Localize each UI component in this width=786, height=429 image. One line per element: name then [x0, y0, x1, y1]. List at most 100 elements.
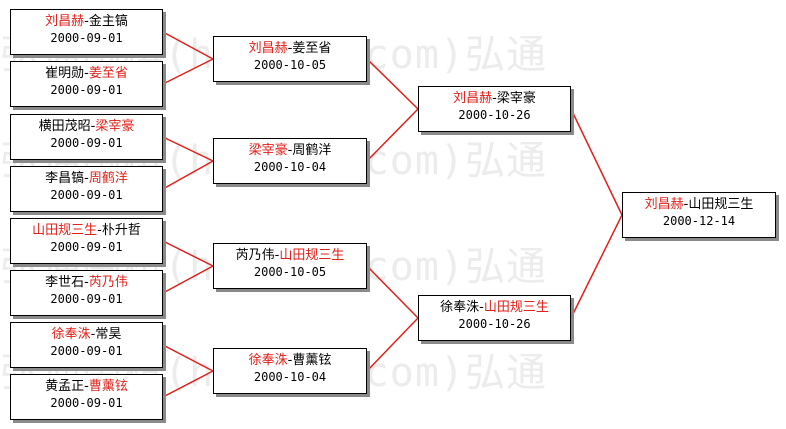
- player-name: 徐奉洙: [440, 300, 480, 315]
- vs-separator: -: [90, 119, 96, 134]
- player-name: 朴升哲: [101, 223, 141, 238]
- match-players: 徐奉洙-常昊: [11, 326, 162, 343]
- vs-separator: -: [287, 41, 293, 56]
- player-name: 金主镐: [88, 14, 128, 29]
- player-name: 常昊: [95, 327, 122, 342]
- connector-line: [162, 58, 214, 85]
- vs-separator: -: [84, 66, 89, 81]
- match-date: 2000-09-01: [50, 396, 123, 410]
- match-date: 2000-10-26: [458, 317, 531, 331]
- match-date: 2000-10-05: [253, 58, 327, 72]
- match-date: 2000-10-05: [253, 265, 327, 279]
- match-players: 刘昌赫-姜至省: [214, 40, 366, 57]
- match-players: 徐奉洙-山田规三生: [419, 299, 570, 316]
- player-name: 山田规三生: [279, 248, 345, 263]
- player-name: 刘昌赫: [248, 41, 288, 56]
- connector-line: [162, 265, 214, 294]
- match-date: 2000-10-04: [253, 370, 327, 384]
- connector-line: [366, 317, 419, 372]
- player-name: 山田规三生: [32, 223, 98, 238]
- vs-separator: -: [90, 327, 96, 342]
- vs-separator: -: [287, 353, 293, 368]
- match-players: 黄孟正-曹薰铉: [11, 378, 162, 395]
- vs-separator: -: [84, 275, 89, 290]
- match-date: 2000-10-26: [458, 108, 531, 122]
- vs-separator: -: [84, 379, 89, 394]
- player-name: 芮乃伟: [88, 275, 128, 290]
- player-name: 姜至省: [292, 41, 332, 56]
- connector-line: [162, 31, 214, 60]
- match-players: 横田茂昭-梁宰豪: [11, 118, 162, 135]
- match-date: 2000-10-04: [253, 160, 327, 174]
- vs-separator: -: [274, 248, 280, 263]
- match-date: 2000-09-01: [50, 344, 123, 358]
- player-name: 刘昌赫: [453, 91, 493, 106]
- player-name: 横田茂昭: [38, 119, 91, 134]
- connector-line: [570, 108, 623, 216]
- vs-separator: -: [479, 300, 484, 315]
- match-date: 2000-12-14: [662, 214, 736, 228]
- match-date: 2000-09-01: [50, 136, 123, 150]
- vs-separator: -: [84, 171, 89, 186]
- match-players: 刘昌赫-山田规三生: [623, 196, 775, 213]
- connector-line: [162, 136, 214, 162]
- match-players: 李世石-芮乃伟: [11, 274, 162, 291]
- connector-line: [162, 160, 214, 190]
- match-date: 2000-09-01: [50, 188, 123, 202]
- player-name: 姜至省: [88, 66, 128, 81]
- match-players: 崔明勋-姜至省: [11, 65, 162, 82]
- player-name: 曹薰铉: [88, 379, 128, 394]
- connector-line: [162, 370, 214, 398]
- player-name: 梁宰豪: [496, 91, 536, 106]
- vs-separator: -: [683, 197, 689, 212]
- player-name: 芮乃伟: [235, 248, 275, 263]
- player-name: 李世石: [45, 275, 85, 290]
- match-players: 山田规三生-朴升哲: [11, 222, 162, 239]
- player-name: 徐奉洙: [51, 327, 91, 342]
- vs-separator: -: [84, 14, 89, 29]
- match-date: 2000-09-01: [50, 240, 123, 254]
- match-players: 梁宰豪-周鹤洋: [214, 142, 366, 159]
- player-name: 刘昌赫: [45, 14, 85, 29]
- player-name: 黄孟正: [45, 379, 85, 394]
- connector-line: [366, 58, 419, 110]
- connector-line: [366, 265, 419, 319]
- vs-separator: -: [287, 143, 293, 158]
- match-date: 2000-09-01: [50, 292, 123, 306]
- match-players: 徐奉洙-曹薰铉: [214, 352, 366, 369]
- vs-separator: -: [97, 223, 102, 238]
- vs-separator: -: [492, 91, 497, 106]
- player-name: 刘昌赫: [644, 197, 684, 212]
- player-name: 李昌镐: [45, 171, 85, 186]
- match-date: 2000-09-01: [50, 31, 123, 45]
- player-name: 周鹤洋: [88, 171, 128, 186]
- player-name: 崔明勋: [45, 66, 85, 81]
- player-name: 梁宰豪: [95, 119, 135, 134]
- player-name: 梁宰豪: [248, 143, 288, 158]
- connector-line: [162, 344, 214, 372]
- player-name: 曹薰铉: [292, 353, 332, 368]
- match-players: 刘昌赫-金主镐: [11, 13, 162, 30]
- match-box-r1m4: 李昌镐-周鹤洋 2000-09-01: [10, 166, 163, 212]
- match-players: 刘昌赫-梁宰豪: [419, 90, 570, 107]
- match-players: 芮乃伟-山田规三生: [214, 247, 366, 264]
- match-date: 2000-09-01: [50, 83, 123, 97]
- player-name: 山田规三生: [483, 300, 549, 315]
- player-name: 周鹤洋: [292, 143, 332, 158]
- connector-line: [162, 240, 214, 267]
- connector-line: [570, 214, 623, 319]
